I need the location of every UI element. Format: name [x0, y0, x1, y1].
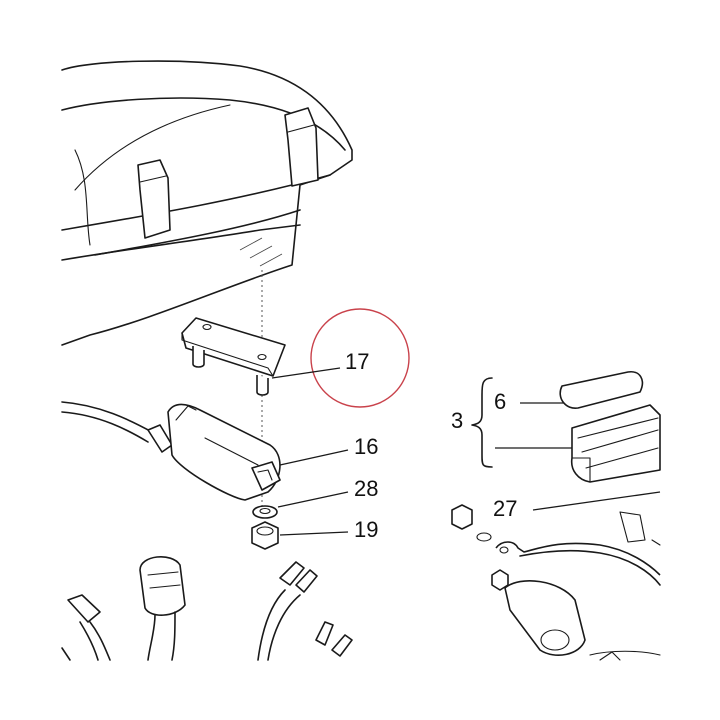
cover-6 — [559, 370, 644, 409]
leader-lines — [271, 367, 661, 536]
highlight-circle-17 — [310, 308, 410, 408]
callout-3: 3 — [451, 408, 464, 433]
washer-28 — [252, 505, 278, 519]
nut-19 — [251, 521, 279, 550]
wiring-harness — [61, 556, 353, 661]
callout-6: 6 — [494, 389, 507, 414]
bracket-plate-17 — [181, 317, 286, 396]
battery-housing — [61, 60, 353, 346]
callout-17: 17 — [345, 349, 370, 374]
connector-block-3 — [570, 404, 661, 483]
pump-assembly-27 — [451, 504, 661, 661]
callout-19: 19 — [354, 517, 379, 542]
callout-28: 28 — [354, 476, 379, 501]
callout-27: 27 — [493, 496, 518, 521]
ignition-coil-16 — [61, 401, 281, 501]
brace-3 — [471, 377, 493, 468]
callout-16: 16 — [354, 434, 379, 459]
